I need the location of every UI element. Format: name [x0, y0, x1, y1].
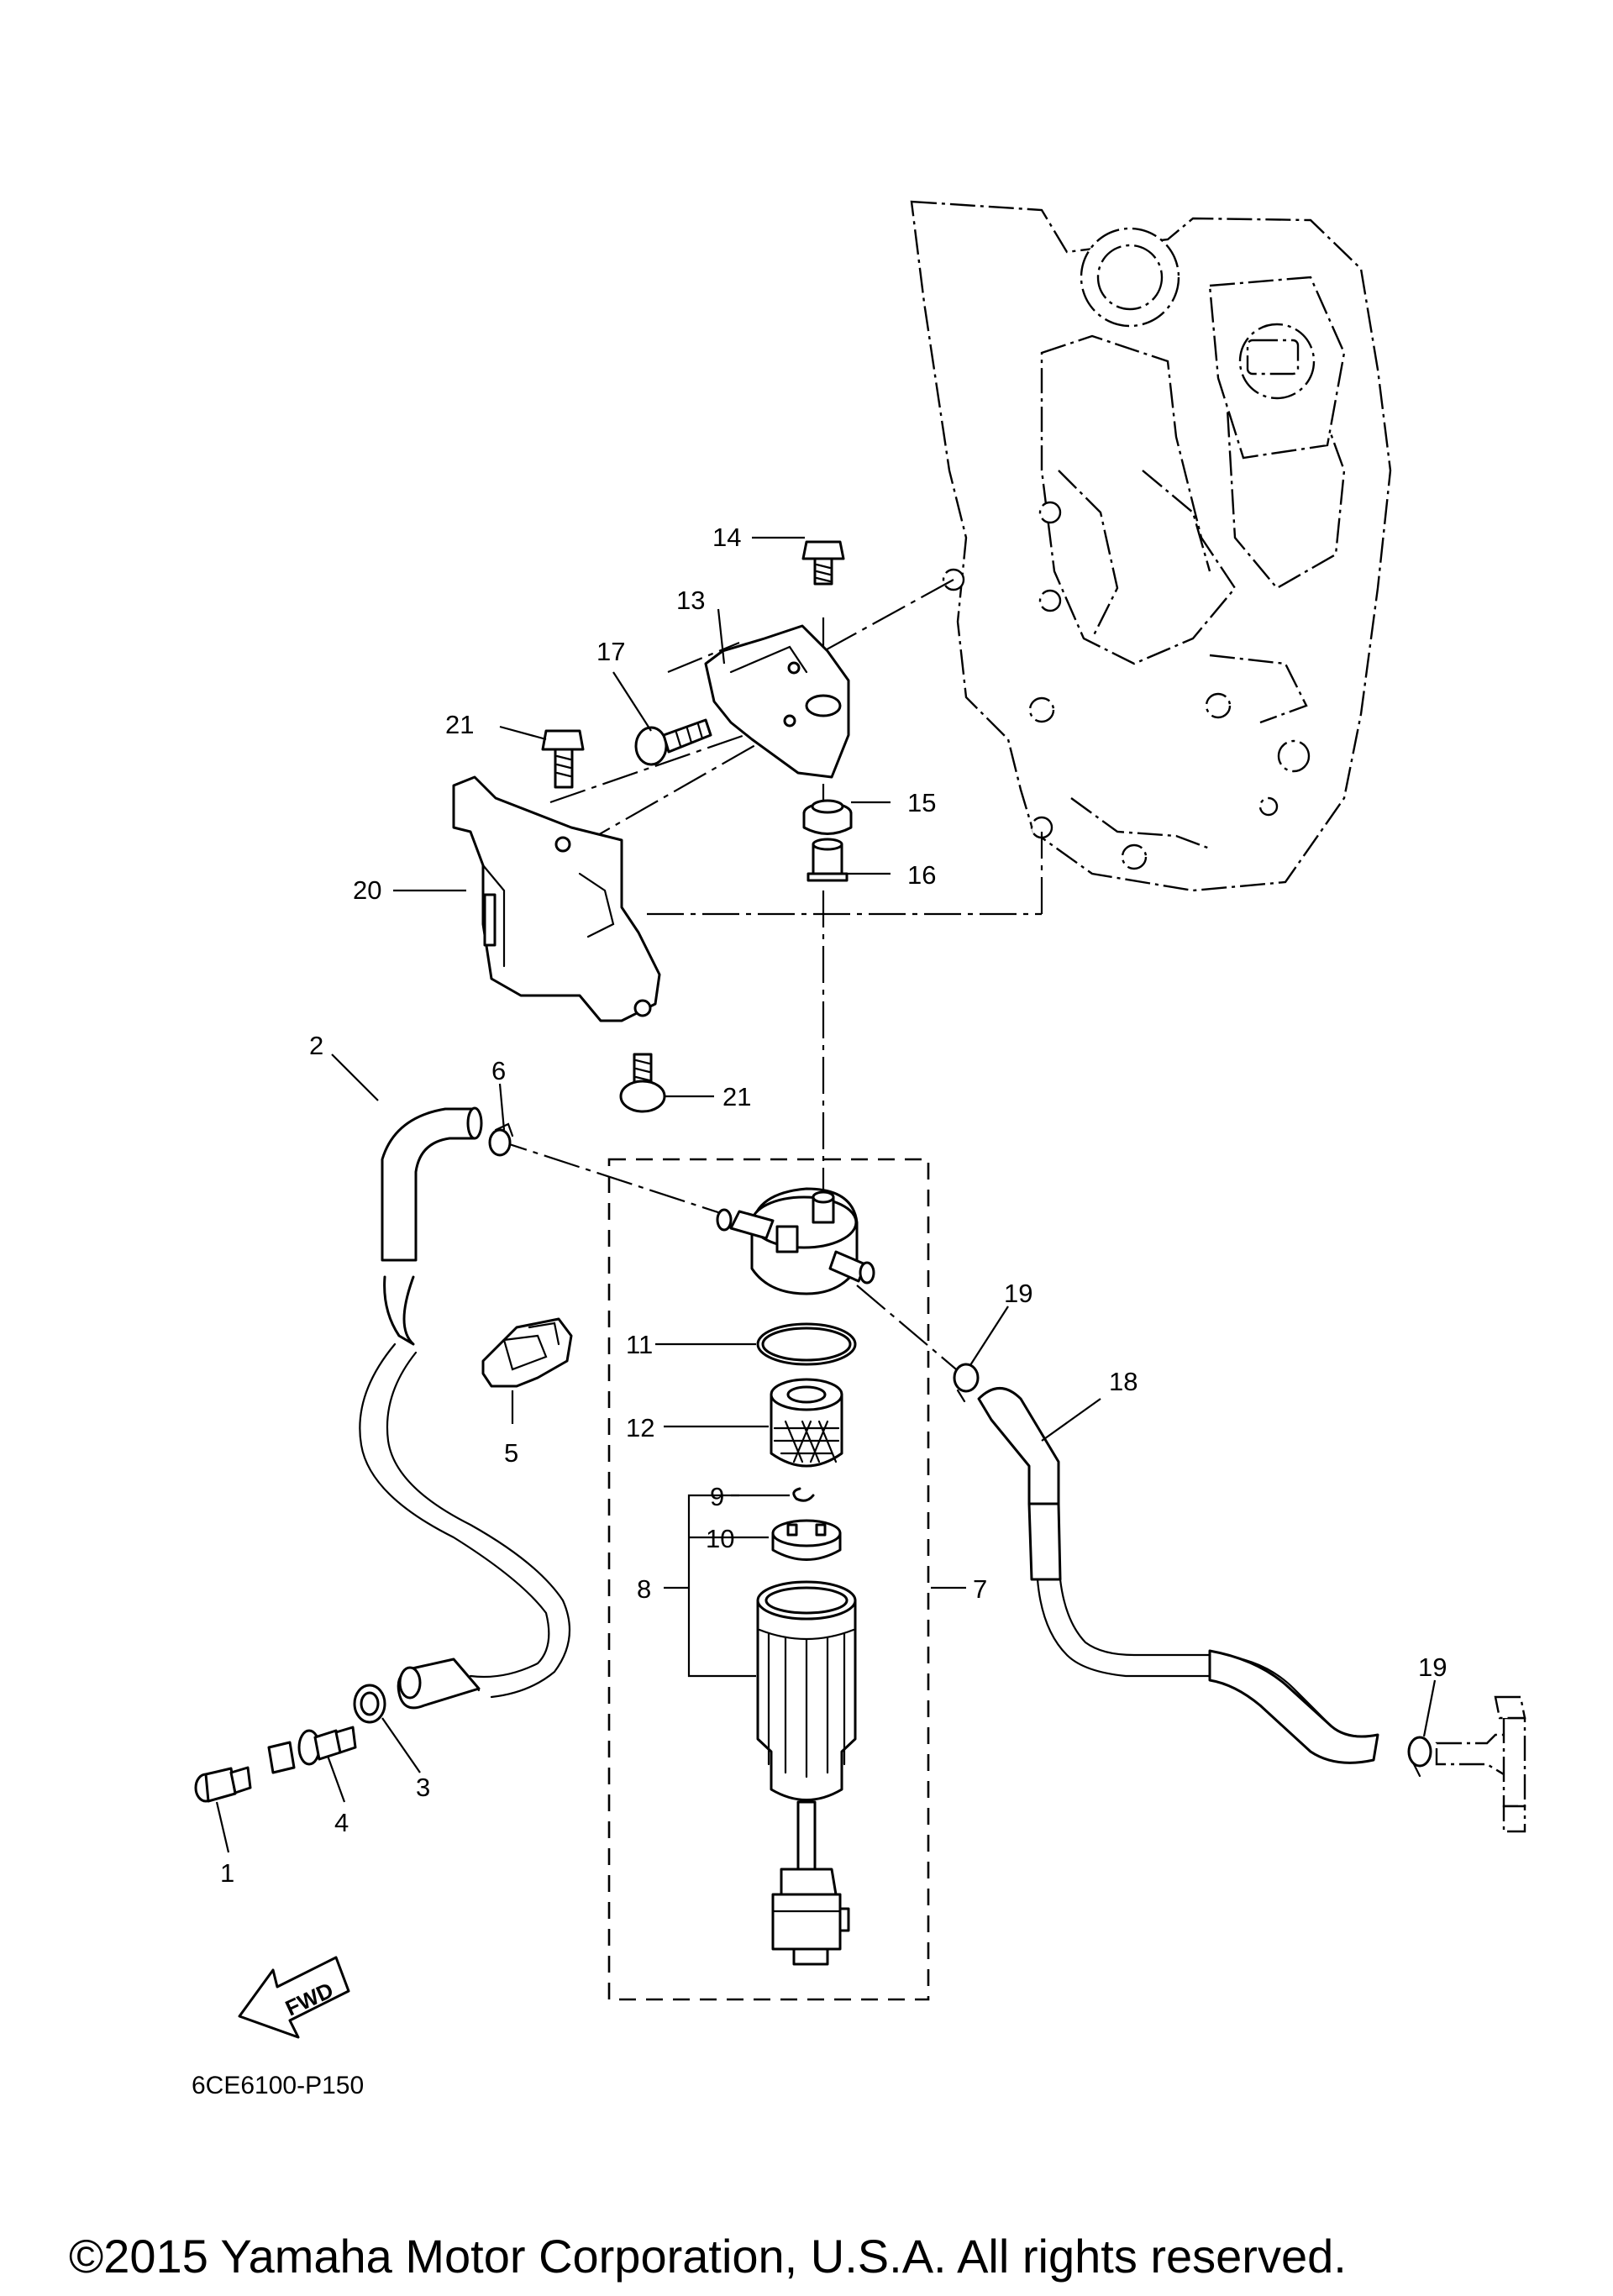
part-20-cover: [452, 775, 661, 1022]
callout-12: 12: [626, 1413, 654, 1442]
callout-labels: 14 13 17 21 20 15 16 21 2 6 5 11 12 19 1…: [220, 523, 1447, 1888]
callout-21-top: 21: [445, 710, 474, 739]
part-3-clamp: [353, 1684, 386, 1724]
part-9-clip: [792, 1487, 815, 1502]
part-11-o-ring: [756, 1322, 857, 1366]
part-19-clip-lower: [1407, 1736, 1432, 1778]
part-17-bolt: [634, 718, 712, 766]
diagram-code: 6CE6100-P150: [192, 2072, 364, 2099]
part-12-element: [770, 1378, 843, 1468]
part-10-nut: [771, 1519, 842, 1561]
part-21-bolt-bottom: [619, 1053, 666, 1113]
part-19-clip-upper: [953, 1363, 980, 1403]
callout-18: 18: [1109, 1367, 1138, 1396]
fuel-filter-assembly-box: [607, 1158, 930, 2001]
callout-1: 1: [220, 1858, 234, 1888]
callout-2: 2: [309, 1031, 323, 1060]
callout-7: 7: [973, 1574, 987, 1604]
assembly-centerlines: [491, 579, 1043, 1379]
callout-14: 14: [712, 523, 741, 552]
part-2-hose: [359, 1106, 571, 1710]
part-21-bolt-top: [541, 729, 585, 789]
callout-3: 3: [416, 1773, 430, 1802]
callout-9: 9: [710, 1482, 724, 1511]
callout-6: 6: [491, 1056, 506, 1085]
callout-10: 10: [706, 1524, 734, 1553]
part-15-grommet: [802, 799, 853, 835]
part-16-collar: [806, 838, 849, 882]
part-14-bolt: [801, 540, 845, 586]
callout-20: 20: [353, 875, 381, 905]
part-13-bracket: [704, 624, 850, 779]
callout-11: 11: [626, 1330, 653, 1359]
callout-15: 15: [907, 788, 936, 817]
leader-lines: [215, 536, 1437, 1853]
callout-21-bottom: 21: [722, 1082, 751, 1111]
part-1-plug: [194, 1766, 252, 1803]
part-8-filter-cup: [756, 1580, 857, 1966]
callout-5: 5: [504, 1438, 518, 1468]
callout-13: 13: [676, 586, 705, 615]
part-6-clip: [488, 1122, 514, 1157]
engine-block-phantom: [910, 200, 1392, 892]
fuel-filter-cap: [716, 1187, 875, 1295]
callout-4: 4: [334, 1808, 349, 1837]
copyright-notice: ©2015 Yamaha Motor Corporation, U.S.A. A…: [69, 2230, 1347, 2283]
t-joint-phantom: [1435, 1695, 1526, 1833]
callout-17: 17: [596, 637, 625, 666]
fwd-arrow-icon: FWD: [238, 1956, 350, 2039]
part-5-holder: [481, 1317, 573, 1388]
callout-19-lower: 19: [1418, 1652, 1447, 1682]
callout-8: 8: [637, 1574, 651, 1604]
part-4-fitting: [267, 1726, 357, 1774]
part-18-hose: [977, 1387, 1379, 1764]
callout-19-upper: 19: [1004, 1279, 1032, 1308]
callout-16: 16: [907, 860, 936, 890]
